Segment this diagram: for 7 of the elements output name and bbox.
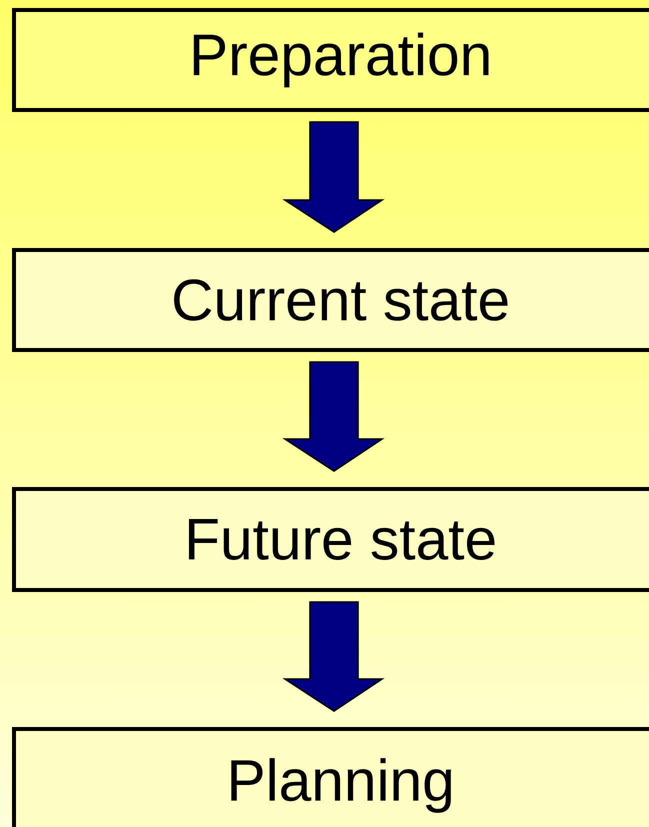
block-arrow xyxy=(282,601,385,712)
process-box: Planning xyxy=(12,727,649,827)
process-box: Current state xyxy=(12,248,649,352)
process-box: Preparation xyxy=(12,8,649,112)
process-box: Future state xyxy=(12,487,649,592)
block-arrow xyxy=(282,121,385,233)
block-arrow xyxy=(282,361,385,472)
